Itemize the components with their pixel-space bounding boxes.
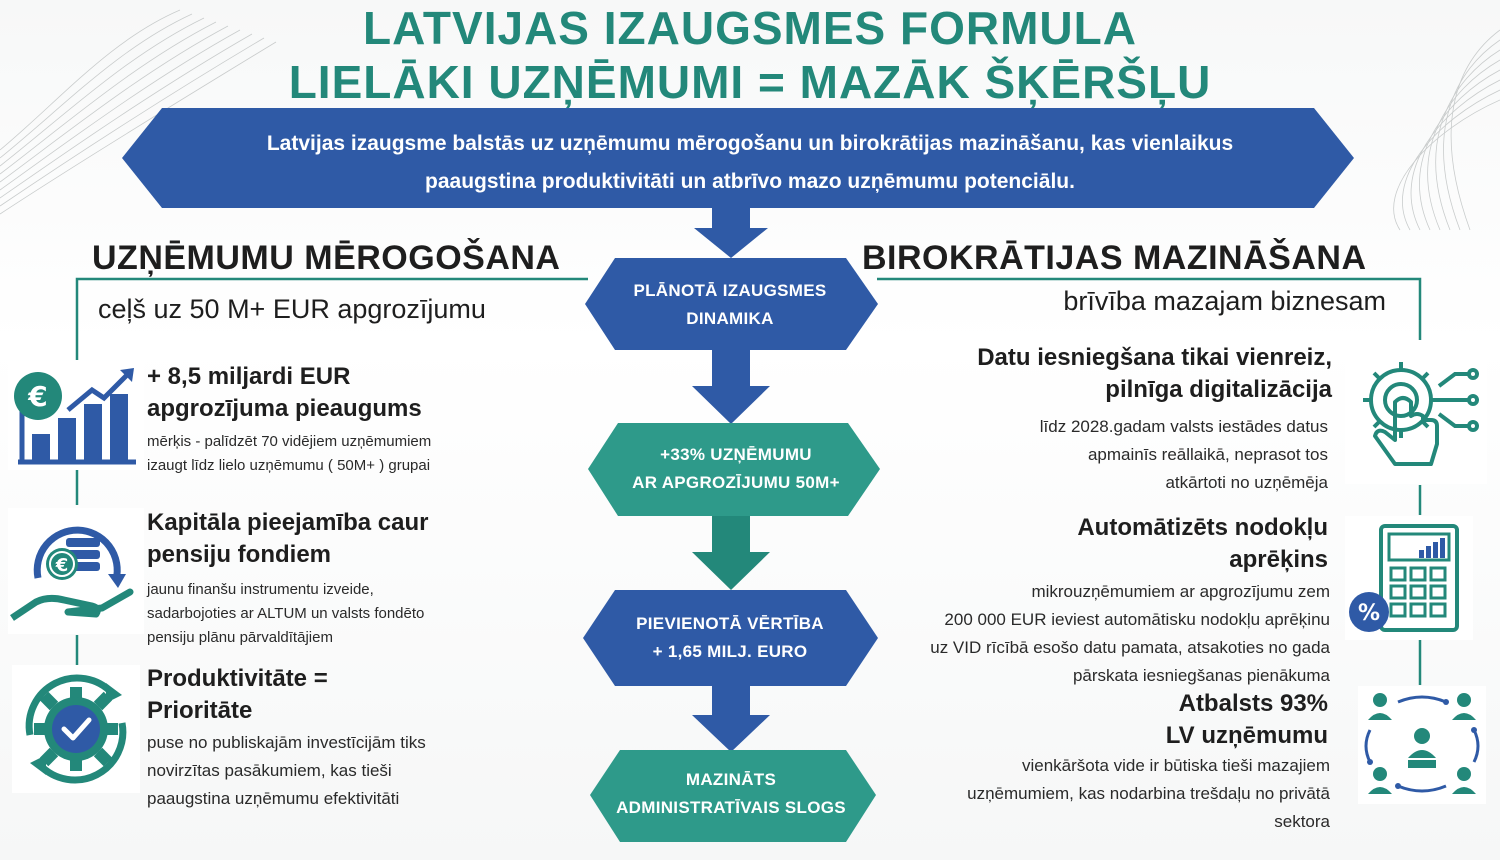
right-item-2-title: Automātizēts nodokļu aprēķins [1077, 514, 1328, 573]
main-title-line1: LATVIJAS IZAUGSMES FORMULA [363, 2, 1137, 54]
intro-banner-shape [122, 108, 1354, 208]
main-title-line2: LIELĀKI UZŅĒMUMI = MAZĀK ŠĶĒRŠĻU [288, 56, 1212, 108]
decorative-lines-left [0, 9, 277, 215]
svg-text:€: € [55, 555, 69, 576]
intro-banner-text: Latvijas izaugsme balstās uz uzņēmumu mē… [160, 125, 1340, 201]
step-hex-4 [590, 750, 876, 842]
hand-coins-icon: € [8, 508, 144, 634]
step-hex-2 [588, 423, 880, 516]
right-item-1-title: Datu iesniegšana tikai vienreiz, pilnīga… [977, 344, 1332, 403]
flow-arrow-3 [692, 515, 770, 590]
left-section-subtitle: ceļš uz 50 M+ EUR apgrozījumu [98, 294, 486, 324]
left-item-3-title: Produktivitāte = Prioritāte [147, 665, 328, 724]
left-item-3-desc: puse no publiskajām investīcijām tiks no… [147, 733, 426, 808]
flow-arrow-4 [692, 680, 770, 752]
flow-arrow-1 [694, 205, 768, 258]
right-item-3-title: Atbalsts 93% LV uzņēmumu [1165, 690, 1328, 749]
digital-gear-hand-icon [1345, 340, 1487, 484]
gear-check-icon [12, 665, 140, 793]
intro-banner-line2: paaugstina produktivitāti un atbrīvo maz… [425, 170, 1075, 193]
left-item-2-desc: jaunu finanšu instrumentu izveide, sadar… [147, 581, 425, 646]
tax-calculator-icon: % [1345, 516, 1473, 640]
svg-text:%: % [1358, 601, 1380, 626]
step-text-2: +33% UZŅĒMUMU AR APGROZĪJUMU 50M+ [632, 445, 840, 492]
left-item-1-desc: mērķis - palīdzēt 70 vidējiem uzņēmumiem… [147, 433, 432, 474]
right-section-title: BIROKRĀTIJAS MAZINĀŠANA [862, 239, 1367, 277]
euro-growth-chart-icon: € [8, 362, 144, 470]
step-text-3: PIEVIENOTĀ VĒRTĪBA + 1,65 MILJ. EURO [636, 614, 824, 661]
decorative-lines-right [1393, 29, 1500, 231]
step-text-4: MAZINĀTS ADMINISTRATĪVAIS SLOGS [616, 770, 846, 817]
step-hex-1 [585, 258, 878, 350]
step-hex-3 [583, 590, 878, 686]
right-section-subtitle: brīvība mazajam biznesam [1063, 286, 1386, 316]
left-item-1-title: + 8,5 miljardi EUR apgrozījuma pieaugums [147, 363, 422, 422]
svg-text:€: € [27, 380, 47, 413]
right-item-2-desc: mikrouzņēmumiem ar apgrozījumu zem 200 0… [930, 582, 1330, 685]
step-text-1: PLĀNOTĀ IZAUGSMES DINAMIKA [633, 281, 827, 328]
flow-arrow-2 [692, 348, 770, 424]
business-network-icon [1358, 686, 1486, 804]
left-section-title: UZŅĒMUMU MĒROGOŠANA [92, 239, 561, 277]
left-item-2-title: Kapitāla pieejamība caur pensiju fondiem [147, 509, 429, 568]
right-item-3-desc: vienkāršota vide ir būtiska tieši mazaji… [967, 756, 1330, 831]
right-item-1-desc: līdz 2028.gadam valsts iestādes datus ap… [1039, 417, 1328, 492]
intro-banner-line1: Latvijas izaugsme balstās uz uzņēmumu mē… [266, 132, 1234, 155]
